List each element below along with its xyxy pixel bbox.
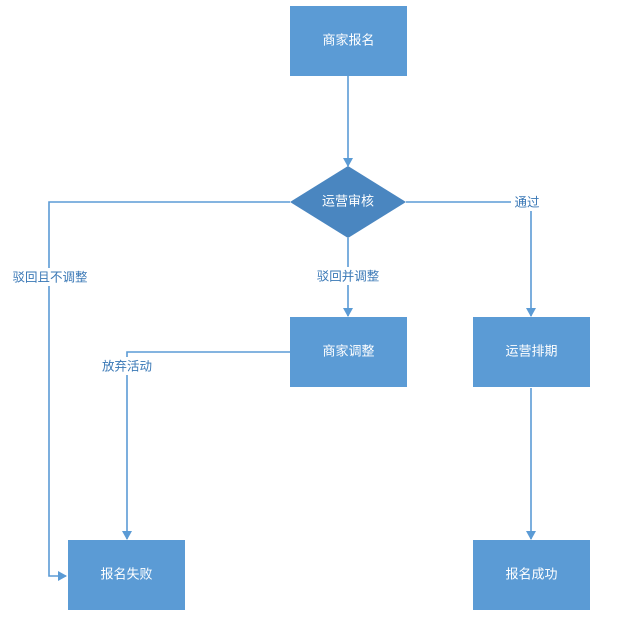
node-ops-schedule-label: 运营排期 (505, 345, 557, 360)
node-signup-success-label: 报名成功 (505, 567, 557, 583)
node-merchant-signup-label: 商家报名 (322, 33, 374, 49)
node-merchant-signup: 商家报名 (290, 6, 407, 76)
node-signup-success: 报名成功 (473, 540, 590, 610)
node-signup-failed: 报名失败 (68, 540, 185, 610)
node-ops-review: 运营审核 (290, 166, 406, 238)
edge-review-to-failed (48, 201, 290, 581)
label-approved: 通过 (514, 195, 540, 210)
edges (48, 76, 536, 581)
node-signup-failed-label: 报名失败 (100, 567, 152, 583)
edge-labels: 驳回且不调整 驳回并调整 通过 放弃活动 (8, 193, 543, 375)
node-merchant-adjust-label: 商家调整 (322, 344, 374, 360)
node-ops-review-label: 运营审核 (322, 195, 374, 210)
label-rejected-adjust: 驳回并调整 (317, 269, 380, 284)
node-merchant-adjust: 商家调整 (290, 317, 407, 387)
node-ops-schedule: 运营排期 (473, 317, 590, 387)
label-abandon: 放弃活动 (102, 359, 152, 374)
label-rejected-no-adjust: 驳回且不调整 (12, 270, 88, 285)
edge-review-to-schedule (406, 201, 536, 317)
edge-adjust-to-failed (122, 351, 290, 540)
